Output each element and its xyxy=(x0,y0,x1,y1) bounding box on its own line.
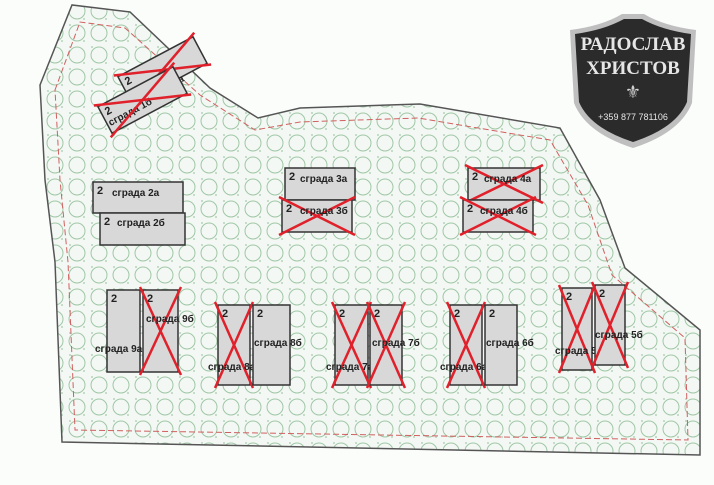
cross-out-mark xyxy=(445,301,487,389)
floor-count: 2 xyxy=(339,308,345,320)
cross-out-mark xyxy=(138,286,183,376)
building-6a: 2 xyxy=(445,301,487,389)
cross-out-mark xyxy=(464,163,544,205)
building-footprint xyxy=(106,289,141,373)
building-label: сграда 3а xyxy=(300,174,348,185)
building-3b: 2 xyxy=(278,195,356,237)
floor-count: 2 xyxy=(286,203,292,215)
floor-count: 2 xyxy=(374,308,380,320)
floor-count: 2 xyxy=(454,308,460,320)
cross-out-mark xyxy=(213,301,255,389)
floor-count: 2 xyxy=(489,308,495,320)
building-label: сграда 2а xyxy=(112,188,160,199)
cross-out-mark xyxy=(365,301,407,389)
building-label: сграда 9б xyxy=(146,313,194,325)
floor-count: 2 xyxy=(104,216,110,228)
building-6b: 2 xyxy=(484,304,518,386)
building-4a: 2 xyxy=(464,163,544,205)
floor-count: 2 xyxy=(599,288,605,300)
building-label: сграда 4б xyxy=(480,205,528,217)
cross-out-mark xyxy=(557,284,597,374)
building-7a: 2 xyxy=(330,301,373,389)
building-label: сграда 7б xyxy=(372,337,420,349)
cross-out-mark xyxy=(459,195,537,237)
building-8a: 2 xyxy=(213,301,255,389)
building-2b: 2 xyxy=(99,212,186,246)
building-5b: 2 xyxy=(590,281,630,369)
building-label: сграда 7а xyxy=(326,362,374,373)
logo-shield xyxy=(570,14,696,148)
logo-name-first: РАДОСЛАВ xyxy=(580,34,686,55)
cross-out-mark xyxy=(590,281,630,369)
cross-out-mark xyxy=(330,301,373,389)
cross-out-mark xyxy=(93,61,192,139)
building-7b: 2 xyxy=(365,301,407,389)
logo: РАДОСЛАВ ХРИСТОВ ⚜ +359 877 781106 xyxy=(562,8,704,150)
building-label: сграда 2б xyxy=(117,217,165,229)
logo-name-last: ХРИСТОВ xyxy=(586,58,680,79)
floor-count: 2 xyxy=(123,75,134,88)
building-label: сграда 6а xyxy=(440,362,488,373)
building-label: сграда 6б xyxy=(486,337,534,349)
building-label: сграда 4а xyxy=(484,174,532,185)
floor-count: 2 xyxy=(147,293,153,305)
fleur-de-lis-icon: ⚜ xyxy=(624,82,642,102)
floor-count: 2 xyxy=(111,293,117,305)
building-footprint xyxy=(252,304,291,386)
building-footprint xyxy=(284,167,356,201)
floor-count: 2 xyxy=(289,171,295,183)
floor-count: 2 xyxy=(467,203,473,215)
building-label: сграда 5б xyxy=(595,329,643,341)
floor-count: 2 xyxy=(566,291,572,303)
building-label: сграда 9а xyxy=(95,344,143,355)
building-label: сграда 3б xyxy=(300,205,348,217)
floor-count: 2 xyxy=(103,105,114,118)
floor-count: 2 xyxy=(97,185,103,197)
floor-count: 2 xyxy=(257,308,263,320)
building-9b: 2 xyxy=(138,286,183,376)
building-label: сграда 5а xyxy=(555,346,603,357)
building-footprint xyxy=(484,304,518,386)
building-5a: 2 xyxy=(557,284,597,374)
building-footprint xyxy=(99,212,186,246)
building-3a: 2 xyxy=(284,167,356,201)
building-label: сграда 8а xyxy=(208,362,256,373)
floor-count: 2 xyxy=(222,308,228,320)
building-4b: 2 xyxy=(459,195,537,237)
building-9a: 2 xyxy=(106,289,141,373)
building-label: сграда 8б xyxy=(254,337,302,349)
building-8b: 2 xyxy=(252,304,291,386)
logo-phone: +359 877 781106 xyxy=(598,112,668,122)
cross-out-mark xyxy=(278,195,356,237)
floor-count: 2 xyxy=(472,171,478,183)
